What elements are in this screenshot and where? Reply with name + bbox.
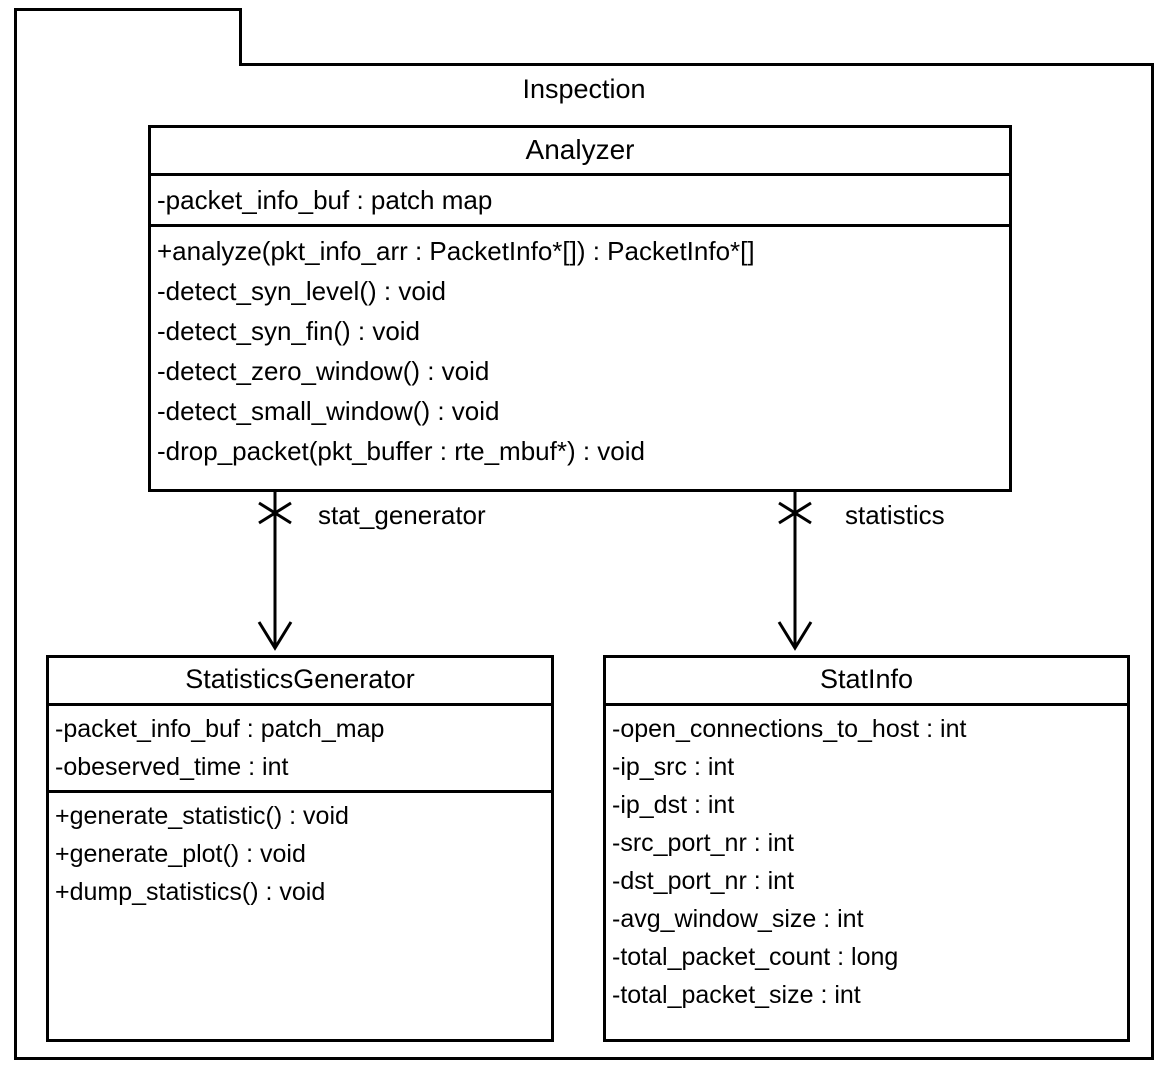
package-title: Inspection	[522, 74, 646, 104]
class-member: +dump_statistics() : void	[55, 878, 326, 906]
class-member: +generate_statistic() : void	[55, 802, 349, 830]
class-attributes-analyzer: -packet_info_buf : patch map	[151, 176, 1009, 227]
class-attributes-statinfo: -open_connections_to_host : int -ip_src …	[606, 706, 1127, 1018]
class-member: +analyze(pkt_info_arr : PacketInfo*[]) :…	[157, 236, 755, 266]
class-attributes-statisticsgenerator: -packet_info_buf : patch_map -obeserved_…	[49, 706, 551, 793]
class-member: -dst_port_nr : int	[612, 867, 795, 895]
class-member: -detect_small_window() : void	[157, 396, 500, 426]
class-member: -ip_src : int	[612, 753, 735, 781]
class-operations-analyzer: +analyze(pkt_info_arr : PacketInfo*[]) :…	[151, 227, 1009, 475]
class-member: -detect_syn_fin() : void	[157, 316, 421, 346]
class-member: -avg_window_size : int	[612, 905, 864, 933]
class-member: -src_port_nr : int	[612, 829, 795, 857]
class-operations-statisticsgenerator: +generate_statistic() : void +generate_p…	[49, 793, 551, 915]
class-member: -total_packet_count : long	[612, 943, 899, 971]
class-member: -ip_dst : int	[612, 791, 735, 819]
class-name-analyzer: Analyzer	[151, 128, 1009, 176]
class-name-statisticsgenerator: StatisticsGenerator	[49, 658, 551, 706]
association-line-statistics	[777, 490, 813, 651]
association-stat-generator	[245, 490, 305, 655]
class-member: -drop_packet(pkt_buffer : rte_mbuf*) : v…	[157, 436, 645, 466]
class-member: -detect_syn_level() : void	[157, 276, 447, 306]
class-member: -detect_zero_window() : void	[157, 356, 490, 386]
class-box-statisticsgenerator[interactable]: StatisticsGenerator -packet_info_buf : p…	[46, 655, 554, 1042]
association-label-statistics: statistics	[845, 500, 945, 530]
package-tab	[14, 8, 242, 66]
class-name-statinfo: StatInfo	[606, 658, 1127, 706]
class-box-analyzer[interactable]: Analyzer -packet_info_buf : patch map +a…	[148, 125, 1012, 492]
class-member: -packet_info_buf : patch_map	[55, 715, 385, 743]
class-member: -obeserved_time : int	[55, 753, 289, 781]
class-member: +generate_plot() : void	[55, 840, 306, 868]
class-member: -total_packet_size : int	[612, 981, 861, 1009]
class-member: -packet_info_buf : patch map	[157, 185, 493, 215]
association-statistics	[765, 490, 825, 655]
class-box-statinfo[interactable]: StatInfo -open_connections_to_host : int…	[603, 655, 1130, 1042]
association-line-stat-generator	[257, 490, 293, 651]
class-member: -open_connections_to_host : int	[612, 715, 967, 743]
association-label-stat-generator: stat_generator	[318, 500, 486, 530]
